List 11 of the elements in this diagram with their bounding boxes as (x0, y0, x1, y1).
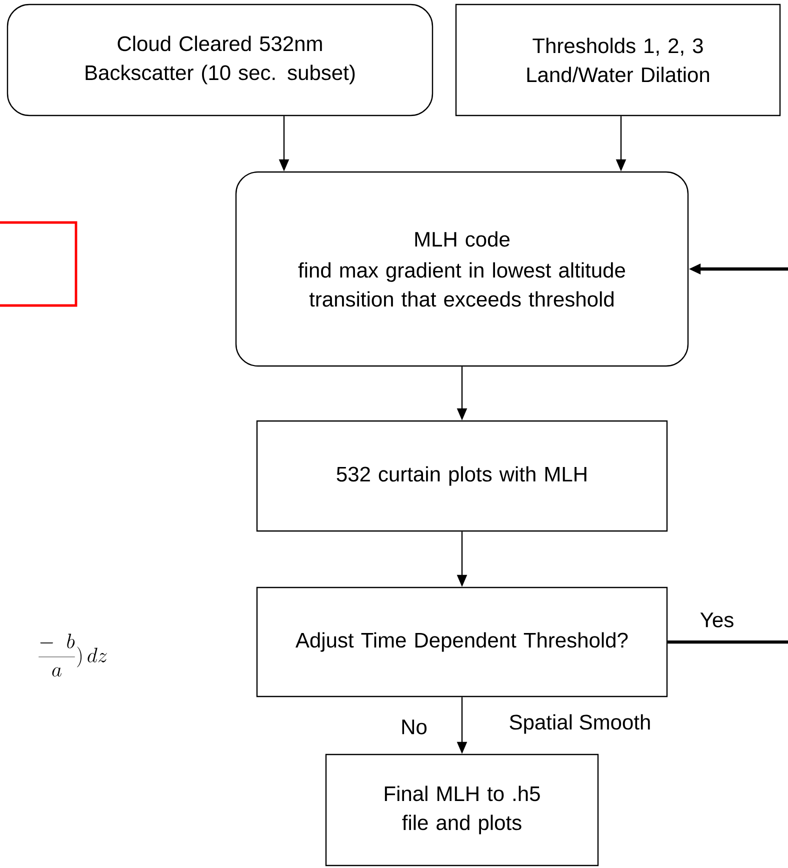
outline-box (0, 221, 78, 307)
process-box: Final MLH to .h5 file and plots (325, 754, 599, 866)
process-box: Adjust Time Dependent Threshold? (256, 586, 668, 698)
process-box: Cloud Cleared 532nm Backscatter (10 sec. subset) (6, 4, 434, 116)
edge-label: Yes (700, 612, 734, 628)
formula: $\frac{-\;\; b}{a}\biggr)\,dz$ (38, 634, 107, 677)
edge-label: No (402, 720, 427, 734)
process-box: Thresholds 1, 2, 3 Land/Water Dilation (455, 4, 781, 116)
step-label: Spatial Smooth (510, 714, 650, 734)
process-box: MLH code find max gradient in lowest altitude transition that exceeds threshold (235, 171, 689, 367)
process-box: 532 curtain plots with MLH (256, 420, 668, 532)
